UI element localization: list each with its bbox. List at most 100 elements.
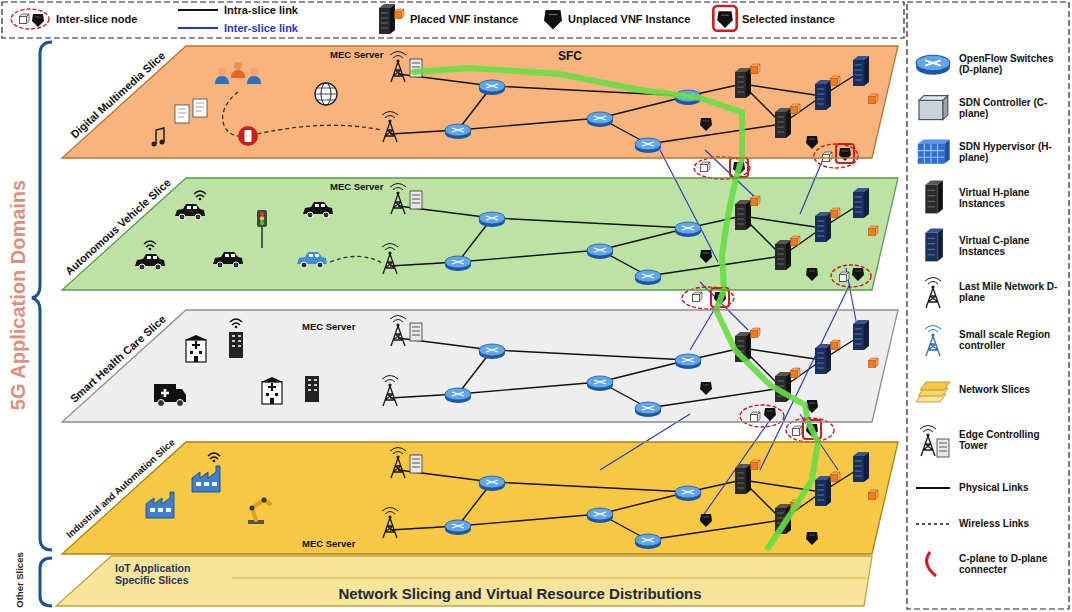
graphic xyxy=(767,411,773,412)
legend-symbol xyxy=(542,4,564,34)
graphic xyxy=(594,116,606,120)
server-label: MEC Server xyxy=(328,182,385,193)
slice-fill xyxy=(62,442,898,554)
graphic xyxy=(262,382,282,404)
graphic xyxy=(195,214,201,220)
inter-slice-group xyxy=(694,157,750,179)
graphic xyxy=(315,204,319,207)
graphic xyxy=(250,506,255,511)
intra-slice-link xyxy=(600,360,688,382)
graphic xyxy=(869,358,879,368)
legend-text: Network Slices xyxy=(959,384,1063,396)
graphic xyxy=(247,76,261,84)
edge-tower xyxy=(390,52,406,83)
graphic xyxy=(675,354,701,366)
user-icon xyxy=(215,68,229,84)
sfc-path xyxy=(768,442,818,548)
legend-item: Network Slices xyxy=(911,372,1063,408)
controller xyxy=(919,96,948,120)
graphic xyxy=(194,191,206,197)
slice-label: Industrial and Automation Slice xyxy=(65,437,178,540)
server xyxy=(937,439,949,457)
server-rack xyxy=(775,240,791,270)
graphic xyxy=(791,107,798,114)
graphic xyxy=(150,508,155,512)
graphic xyxy=(682,358,694,362)
graphic xyxy=(250,68,258,76)
graphic xyxy=(809,271,815,272)
graphic xyxy=(791,236,801,246)
graphic xyxy=(192,341,200,349)
legend-symbol xyxy=(911,422,955,458)
graphic xyxy=(260,212,264,216)
graphic xyxy=(252,500,270,520)
graphic xyxy=(213,252,243,264)
graphic xyxy=(166,508,171,512)
graphic xyxy=(479,212,505,224)
graphic xyxy=(751,415,758,422)
hypervisor xyxy=(918,140,950,164)
graphic xyxy=(412,327,420,335)
vnf-instance xyxy=(869,94,879,104)
graphic xyxy=(831,343,838,350)
graphic xyxy=(445,124,471,136)
graphic xyxy=(412,195,420,203)
legend-text: Selected instance xyxy=(742,13,835,26)
server-rack xyxy=(775,108,791,138)
graphic xyxy=(855,197,862,212)
graphic xyxy=(212,482,217,486)
wireless-link xyxy=(330,256,384,264)
graphic xyxy=(199,198,202,201)
unplaced-vnf xyxy=(806,532,818,545)
intra-slice-link xyxy=(648,256,782,276)
graphic xyxy=(751,64,761,74)
graphic xyxy=(864,452,869,482)
inter-slice-node xyxy=(764,408,776,421)
vnf-instance xyxy=(831,472,841,482)
graphic xyxy=(452,128,464,132)
graphic xyxy=(35,17,41,18)
graphic xyxy=(396,191,399,194)
graphic xyxy=(445,388,471,400)
graphic xyxy=(452,260,464,264)
legend-symbol xyxy=(176,21,220,35)
wifi-icon xyxy=(208,453,220,462)
graphic xyxy=(925,278,941,285)
legend-item: Selected instance xyxy=(712,4,835,34)
graphic xyxy=(193,99,207,117)
openflow-switch xyxy=(635,138,661,153)
graphic xyxy=(717,11,733,28)
graphic xyxy=(793,429,800,436)
graphic xyxy=(852,268,864,281)
graphic xyxy=(315,88,337,100)
graphic xyxy=(777,249,784,264)
slice-border xyxy=(62,310,898,422)
legend-symbol xyxy=(712,4,738,34)
vnf-instance xyxy=(751,196,761,206)
graphic xyxy=(382,112,398,119)
sfc-path xyxy=(722,178,736,290)
graphic xyxy=(594,248,606,252)
openflow-switch xyxy=(635,534,661,549)
graphic xyxy=(700,514,712,527)
vnf-instance xyxy=(831,340,841,350)
graphic xyxy=(931,285,934,288)
slice-border xyxy=(56,556,872,606)
graphic xyxy=(261,226,263,248)
graphic xyxy=(178,27,218,29)
slice-border xyxy=(62,46,898,158)
graphic xyxy=(452,524,464,528)
graphic xyxy=(855,65,862,80)
legend-text: Placed VNF instance xyxy=(410,13,518,26)
inter-slice-node xyxy=(793,426,803,436)
graphic xyxy=(730,158,748,177)
graphic xyxy=(701,162,711,172)
graphic xyxy=(853,456,864,482)
graphic xyxy=(587,376,613,388)
legend-item: SDN Hypervisor (H-plane) xyxy=(911,134,1063,170)
graphic xyxy=(939,443,947,451)
graphic xyxy=(635,270,661,282)
